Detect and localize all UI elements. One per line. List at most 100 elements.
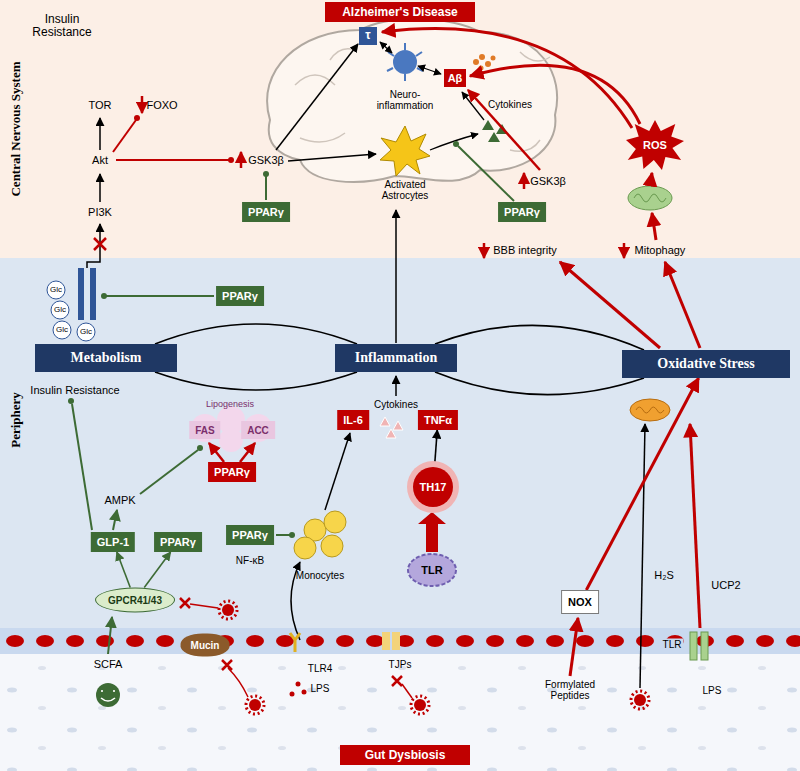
factor-box: PPARγ	[226, 525, 274, 545]
text-label: Insulin Resistance	[27, 13, 97, 39]
cns-pathway-lines	[483, 243, 486, 258]
immune-pathway	[408, 554, 456, 586]
text-label: UCP2	[709, 579, 742, 591]
cns-pathway-lines	[240, 152, 243, 168]
insulin-receptor	[51, 301, 69, 319]
enzyme-box: NOX	[561, 590, 599, 614]
cns-pathway-lines	[523, 173, 526, 189]
immune-pathway	[290, 692, 295, 697]
receptor-ellipse: GPCR41/43	[95, 588, 175, 613]
text-label: FOXO	[146, 99, 177, 111]
metabolic-pathway	[197, 445, 203, 451]
cns-pathway-lines	[265, 176, 267, 200]
node-text: Gut Dysbiosis	[365, 748, 446, 762]
node-text: Oxidative Stress	[657, 356, 754, 372]
immune-pathway	[290, 682, 307, 697]
factor-box: PPARγ	[498, 202, 546, 222]
cns-pathway-lines	[113, 120, 136, 152]
connector	[144, 552, 170, 588]
brain	[444, 69, 466, 87]
text-label: TLR	[661, 639, 684, 650]
oxidative-pathway	[640, 424, 645, 688]
cns-pathway-lines	[623, 243, 626, 258]
text-label: TLR4	[308, 663, 332, 674]
star-shape	[626, 120, 684, 170]
brain	[380, 126, 430, 176]
node-text: Metabolism	[71, 350, 142, 366]
cns-pathway-lines	[116, 159, 229, 161]
immune-pathway	[393, 421, 403, 430]
cns-pathway-lines	[470, 65, 640, 124]
bacteria	[180, 598, 649, 714]
connector	[586, 378, 698, 590]
brain	[380, 42, 392, 53]
text-label: Cytokines	[374, 399, 418, 410]
node-text: TNFα	[424, 414, 452, 426]
metabolic-pathway	[68, 398, 74, 404]
immune-pathway	[392, 632, 400, 650]
immune-pathway	[395, 376, 397, 396]
node-text: GLP-1	[97, 536, 129, 548]
oxidative-pathway	[636, 407, 664, 413]
cytokine-box: IL-6	[337, 410, 369, 430]
text-label: Neuro-inflammation	[372, 89, 438, 111]
title-banner: Alzheimer's Disease	[325, 2, 475, 22]
brain	[267, 19, 557, 182]
factor-box: PPARγ	[216, 286, 264, 306]
enzyme-box: FAS	[189, 421, 220, 439]
node-text: PPARγ	[232, 529, 268, 541]
text-label: Glc	[56, 326, 68, 335]
brain	[488, 132, 500, 142]
cns-pathway-lines	[560, 262, 660, 348]
immune-pathway	[276, 376, 456, 697]
node-text: IL-6	[343, 414, 363, 426]
text-label: Activated Astrocytes	[370, 179, 440, 201]
metabolic-pathway	[68, 398, 272, 707]
factor-box: PPARγ	[154, 532, 202, 552]
node-text: PPARγ	[248, 206, 284, 218]
node-text: NOX	[568, 596, 592, 608]
title-banner: Gut Dysbiosis	[340, 745, 470, 765]
oxidative-pathway	[570, 618, 578, 676]
immune-pathway	[290, 633, 300, 652]
oxidative-pathway	[690, 632, 697, 660]
text-label: NF-κB	[236, 555, 264, 566]
background-bands	[0, 0, 800, 258]
insulin-receptor	[77, 323, 95, 341]
node-text: PPARγ	[214, 466, 250, 478]
immune-pathway	[324, 511, 346, 533]
brain	[479, 54, 485, 60]
cns-pathway-lines	[628, 186, 672, 210]
text-label: τ	[365, 29, 370, 42]
connector	[117, 552, 130, 588]
text-label: Glc	[50, 286, 62, 295]
cns-pathway-lines	[395, 210, 397, 343]
bacteria	[222, 660, 232, 670]
brain	[418, 66, 441, 74]
metabolic-pathway	[113, 510, 117, 530]
cytokine-box: TNFα	[418, 410, 458, 430]
region-band: Central Nervous SystemAlzheimer's Diseas…	[0, 0, 800, 258]
metabolic-pathway	[72, 404, 92, 530]
brain	[473, 54, 496, 71]
cell-circle: TH17	[413, 467, 453, 507]
brain	[482, 120, 494, 130]
text-label: LPS	[311, 683, 330, 694]
node-text: ACC	[247, 425, 269, 436]
node-text: TH17	[420, 481, 447, 493]
cns-pathway-lines	[665, 262, 700, 348]
node-text: PPARγ	[222, 290, 258, 302]
cns-pathway-lines	[288, 154, 376, 161]
cns-pathway-lines	[263, 171, 269, 177]
text-label: Cytokines	[488, 99, 532, 110]
insulin-receptor	[53, 321, 71, 339]
cns-pathway-lines	[453, 141, 459, 147]
insulin-receptor	[101, 293, 107, 299]
cns-pathway-lines	[141, 96, 144, 113]
connector	[435, 325, 644, 350]
text-label: PI3K	[88, 206, 112, 218]
cns-pathway-lines	[276, 44, 358, 150]
cns-pathway-lines	[468, 90, 540, 170]
